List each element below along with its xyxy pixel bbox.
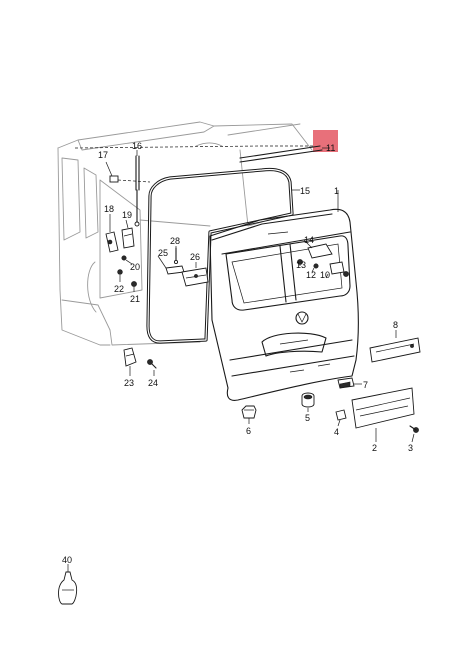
vehicle-body-outline [57,121,313,346]
part-14-bracket [303,239,333,259]
part-11-spoiler-strip [239,130,338,163]
callout-15: 15 [300,186,310,196]
part-19-lock-actuator [121,219,135,249]
part-21-bolt [131,281,137,292]
callout-40: 40 [62,555,72,565]
callout-7: 7 [363,380,368,390]
part-13-grommet [297,259,303,266]
part-28-bolt [173,246,179,265]
part-5-bump-stop [301,392,315,412]
part-25-hinge-pin [157,255,185,275]
part-23-striker [123,347,137,376]
part-3-screw [409,425,419,443]
callout-20: 20 [130,262,140,272]
callout-14: 14 [304,235,314,245]
part-20-screw [121,255,133,265]
part-4-clip [335,409,347,427]
callout-8: 8 [393,320,398,330]
part-1-tailgate [209,190,359,401]
callout-4: 4 [334,427,339,437]
part-15-door-seal [146,167,300,344]
callout-22: 22 [114,284,124,294]
callout-17: 17 [98,150,108,160]
part-2-handle-trim [351,387,415,442]
callout-28: 28 [170,236,180,246]
callout-23: 23 [124,378,134,388]
callout-6: 6 [246,426,251,436]
callout-13: 13 [296,260,306,270]
part-6-buffer [241,405,257,424]
part-12-screw [311,263,319,273]
callout-25: 25 [158,248,168,258]
part-16-gas-strut [134,150,140,227]
callout-10: 10 [320,270,330,280]
part-17-clip [105,161,151,183]
callout-12: 12 [306,270,316,280]
part-18-lock-bracket [105,214,119,253]
callout-16: 16 [132,141,142,151]
part-24-screw [147,359,157,376]
callout-26: 26 [190,252,200,262]
callout-3: 3 [408,443,413,453]
part-10-cap [325,261,349,279]
callout-19: 19 [122,210,132,220]
part-26-hinge [181,262,209,287]
part-40-sealant-tube [58,564,78,605]
part-7-release-switch [337,377,362,389]
callout-24: 24 [148,378,158,388]
part-8-plate-light [369,330,421,363]
callout-11: 11 [326,143,335,153]
callout-18: 18 [104,204,114,214]
part-22-bolt [117,269,123,282]
callout-1: 1 [334,186,339,196]
callout-2: 2 [372,443,377,453]
callout-5: 5 [305,413,310,423]
callout-21: 21 [130,294,140,304]
